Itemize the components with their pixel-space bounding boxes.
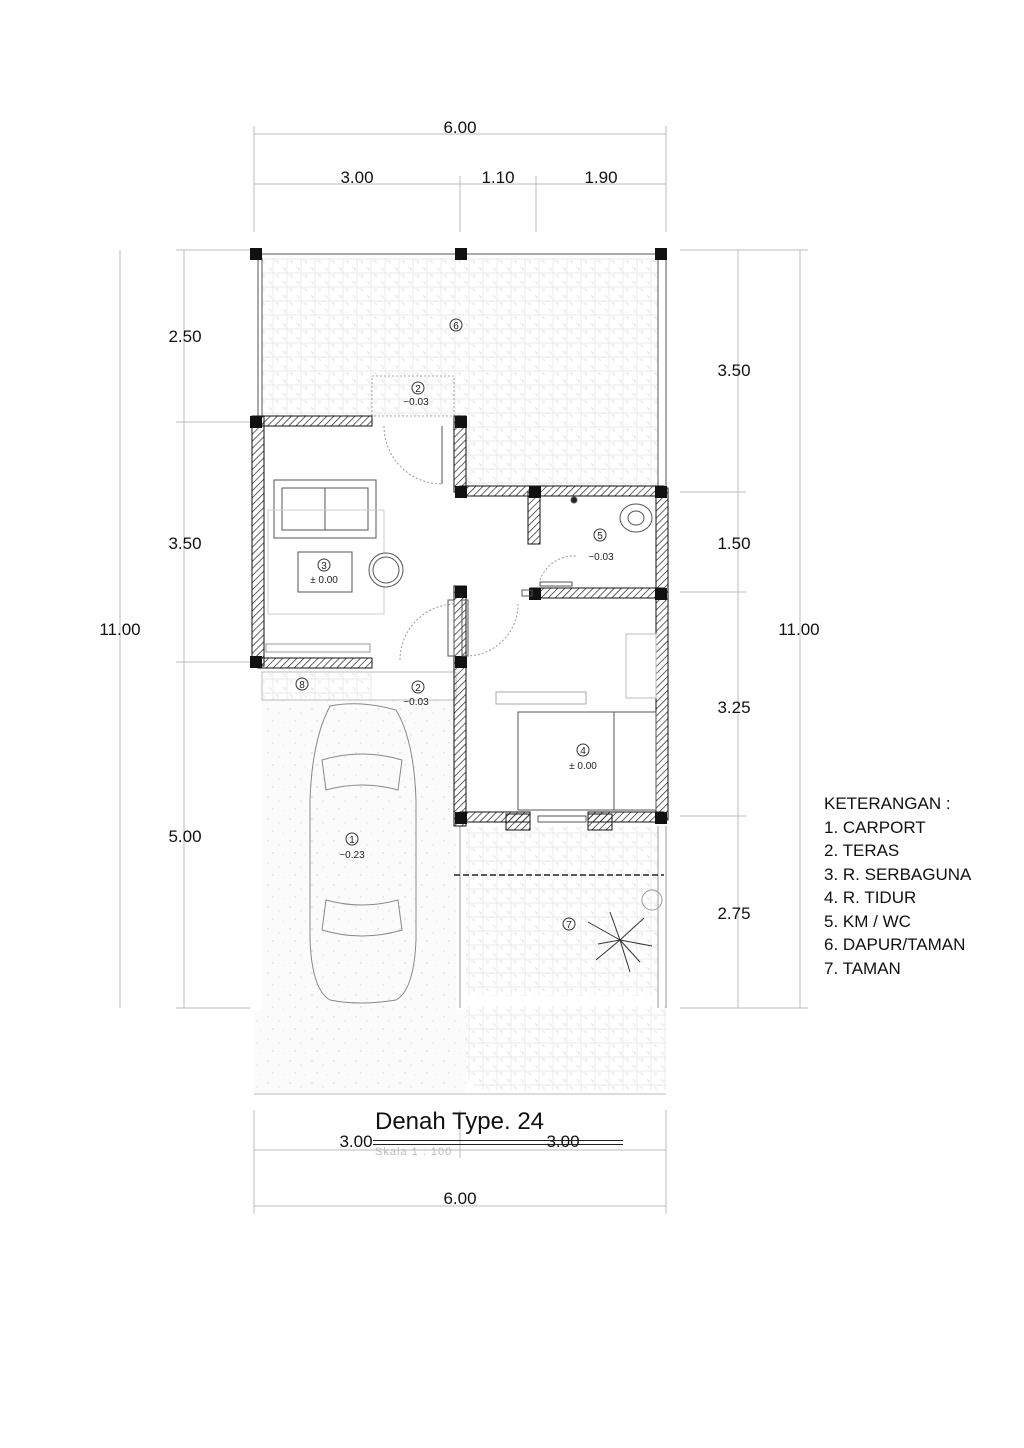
wall-living-left bbox=[251, 415, 265, 667]
dim-top-seg-1: 3.00 bbox=[340, 168, 373, 187]
dim-right-seg-1: 3.50 bbox=[717, 361, 750, 380]
dim-left-seg-2: 3.50 bbox=[168, 534, 201, 553]
doors bbox=[383, 425, 587, 823]
room-tag-4: 4 ± 0.00 bbox=[569, 743, 597, 772]
legend-item: 7. TAMAN bbox=[824, 958, 901, 978]
dim-bottom-seg-2: 3.00 bbox=[546, 1132, 579, 1151]
svg-text:7: 7 bbox=[566, 920, 572, 931]
front-strip-floor bbox=[466, 1006, 666, 1090]
room-tag-8: 8 bbox=[295, 677, 309, 691]
columns bbox=[250, 248, 667, 824]
kitchen-garden-floor bbox=[262, 258, 658, 416]
drawing-scale: Skala 1 : 100 bbox=[375, 1146, 453, 1158]
round-table bbox=[368, 552, 404, 588]
dim-left-total: 11.00 bbox=[99, 620, 140, 639]
room-tag-1: 1 −0.23 bbox=[339, 832, 365, 861]
wall-bath-left-stub bbox=[527, 491, 541, 545]
legend-item: 5. KM / WC bbox=[824, 911, 911, 931]
room-tags: 6 2 −0.03 3 ± 0.00 5 −0.03 8 2 −0.03 4 bbox=[295, 318, 614, 931]
room-tag-7: 7 bbox=[562, 917, 576, 931]
wall-bath-bottom bbox=[529, 587, 665, 599]
dim-bottom-total: 6.00 bbox=[443, 1189, 476, 1208]
dim-right-total: 11.00 bbox=[778, 620, 819, 639]
svg-text:5: 5 bbox=[597, 531, 603, 542]
legend: KETERANGAN : 1. CARPORT 2. TERAS 3. R. S… bbox=[824, 792, 971, 980]
wall-living-bottom bbox=[257, 657, 373, 669]
carport-floor bbox=[262, 700, 456, 1010]
coffee-table bbox=[297, 551, 353, 593]
title-block: Denah Type. 24 Skala 1 : 100 bbox=[373, 1108, 623, 1158]
wall-middle-lower bbox=[453, 585, 467, 827]
driveway-floor bbox=[254, 1010, 466, 1094]
car bbox=[309, 703, 417, 1004]
plant bbox=[587, 889, 663, 973]
dim-right-seg-4: 2.75 bbox=[717, 904, 750, 923]
dim-top-total: 6.00 bbox=[443, 118, 476, 137]
room-tag-6: 6 bbox=[449, 318, 463, 332]
tv-cabinet bbox=[265, 643, 371, 653]
legend-item: 2. TERAS bbox=[824, 841, 900, 860]
wall-living-top bbox=[257, 415, 373, 427]
furniture bbox=[265, 479, 657, 811]
dim-right-seg-2: 1.50 bbox=[717, 534, 750, 553]
dimension-texts: 6.00 3.00 1.10 1.90 2.50 3.50 5.00 11.00… bbox=[99, 118, 819, 1208]
bed bbox=[517, 711, 657, 811]
svg-text:1: 1 bbox=[349, 835, 355, 846]
title-underline bbox=[373, 1140, 623, 1145]
floor-finishes bbox=[254, 258, 666, 1094]
svg-text:−0.23: −0.23 bbox=[339, 850, 365, 861]
planter-floor bbox=[262, 672, 372, 700]
legend-item: 4. R. TIDUR bbox=[824, 888, 917, 907]
front-garden-floor bbox=[466, 826, 658, 996]
dim-top-seg-2: 1.10 bbox=[481, 168, 514, 187]
dim-bottom-seg-1: 3.00 bbox=[339, 1132, 372, 1151]
dim-right-seg-3: 3.25 bbox=[717, 698, 750, 717]
legend-item: 6. DAPUR/TAMAN bbox=[824, 935, 966, 954]
legend-item: 3. R. SERBAGUNA bbox=[824, 864, 972, 884]
legend-item: 1. CARPORT bbox=[824, 817, 926, 837]
svg-text:−0.03: −0.03 bbox=[588, 552, 614, 563]
svg-text:± 0.00: ± 0.00 bbox=[569, 761, 597, 772]
dim-left-seg-1: 2.50 bbox=[168, 327, 201, 346]
svg-text:± 0.00: ± 0.00 bbox=[310, 575, 338, 586]
wall-bath-top bbox=[459, 485, 665, 497]
svg-text:3: 3 bbox=[321, 561, 327, 572]
svg-text:6: 6 bbox=[453, 321, 459, 332]
svg-text:−0.03: −0.03 bbox=[403, 697, 429, 708]
room-tag-5: 5 −0.03 bbox=[588, 528, 614, 563]
squat-toilet bbox=[619, 503, 653, 533]
svg-text:8: 8 bbox=[299, 680, 305, 691]
wall-bath-right bbox=[655, 487, 669, 593]
wall-bedroom-right bbox=[655, 591, 669, 821]
svg-text:−0.03: −0.03 bbox=[403, 397, 429, 408]
svg-text:4: 4 bbox=[580, 746, 586, 757]
kitchen-garden-floor-right bbox=[466, 416, 658, 486]
svg-text:2: 2 bbox=[415, 384, 421, 395]
dim-left-seg-3: 5.00 bbox=[168, 827, 201, 846]
room-tag-3: 3 ± 0.00 bbox=[310, 558, 338, 586]
legend-heading: KETERANGAN : bbox=[824, 794, 951, 813]
room-tag-2-lower: 2 −0.03 bbox=[403, 680, 429, 708]
svg-text:2: 2 bbox=[415, 683, 421, 694]
dimension-lines bbox=[119, 126, 808, 1214]
drawing-title: Denah Type. 24 bbox=[375, 1108, 545, 1135]
room-tag-2-upper: 2 −0.03 bbox=[403, 381, 429, 408]
dim-top-seg-3: 1.90 bbox=[584, 168, 617, 187]
